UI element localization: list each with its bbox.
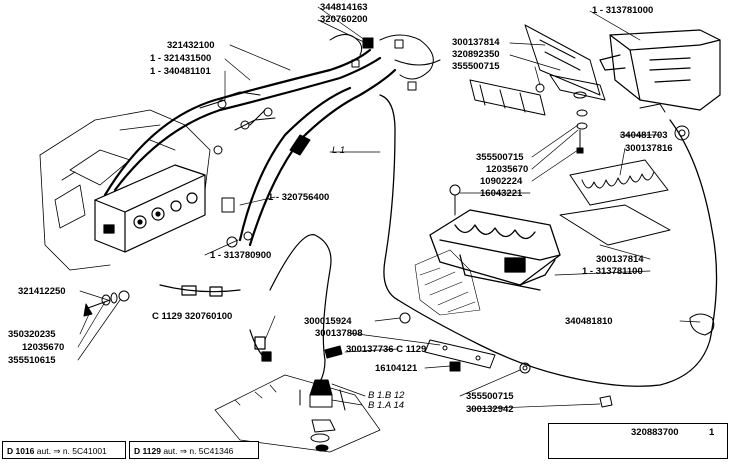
footer-note-d1129: D 1129 aut. ⇒ n. 5C41346 (129, 441, 259, 459)
label-300137814-upper: 300137814 (452, 37, 500, 48)
label-350320235: 350320235 (8, 329, 56, 340)
leader-lines (77, 6, 701, 431)
plate-lower-right (559, 204, 671, 246)
mount-bolt (449, 91, 588, 216)
footer-range-d1129: aut. ⇒ n. 5C41346 (163, 446, 234, 456)
footer-code-d1129: D 1129 (134, 446, 161, 456)
label-355510615: 355510615 (8, 355, 56, 366)
corrugated-plate-upper (569, 159, 669, 206)
cable-L1 (379, 94, 718, 387)
grommet (674, 125, 690, 141)
label-300132942: 300132942 (466, 404, 514, 415)
label-340481101: 1 - 340481101 (150, 66, 211, 77)
wiring-harness (103, 48, 397, 247)
label-313781100: 1 - 313781100 (582, 266, 643, 277)
label-10902224: 10902224 (480, 176, 523, 187)
label-16104121: 16104121 (375, 363, 418, 374)
label-320760100: C 1129 320760100 (152, 311, 233, 322)
label-12035670-left: 12035670 (22, 342, 65, 353)
label-355500715-lower: 355500715 (466, 391, 514, 402)
footer-code-d1016: D 1016 (7, 446, 35, 456)
label-L1: L 1 (332, 145, 346, 156)
label-B1A14: B 1.A 14 (368, 400, 405, 411)
heater-housing (599, 29, 721, 111)
floor-hatching (414, 249, 481, 316)
left-bolt-washers (83, 290, 130, 317)
label-B1B12: B 1.B 12 (368, 390, 405, 401)
bracket-plate-upper (469, 24, 606, 116)
control-box (94, 164, 206, 253)
label-300015924: 300015924 (304, 316, 352, 327)
label-300137814-lower: 300137814 (596, 254, 644, 265)
reference-quantity: 1 (709, 427, 715, 438)
label-313781000: 1 - 313781000 (592, 5, 654, 16)
label-320756400: 1 - 320756400 (268, 192, 330, 203)
label-340481810: 340481810 (565, 316, 613, 327)
label-320892350: 320892350 (452, 49, 500, 60)
label-12035670-middle: 12035670 (486, 164, 529, 175)
label-321412250: 321412250 (18, 286, 66, 297)
label-344814163: 344814163 (320, 2, 368, 13)
bracket-strip (424, 339, 496, 369)
label-321432100: 321432100 (167, 40, 215, 51)
label-16043221: 16043221 (480, 188, 523, 199)
label-340481703: 340481703 (620, 130, 668, 141)
label-313780900: 1 - 313780900 (210, 250, 272, 261)
reference-part-number: 320883700 (631, 427, 679, 438)
label-300137808: 300137808 (315, 328, 363, 339)
label-355500715-middle: 355500715 (476, 152, 524, 163)
reference-box: 320883700 1 (548, 423, 728, 459)
heater-body (429, 209, 561, 291)
label-300137736: 300137736 C 1129 (346, 344, 427, 355)
footer-note-d1016: D 1016 aut. ⇒ n. 5C41001 (2, 441, 126, 459)
label-320760200: 320760200 (320, 14, 368, 25)
label-355500715-upper: 355500715 (452, 61, 500, 72)
base-outline (214, 374, 381, 453)
connector-leads (199, 34, 441, 248)
engine-block-outline (39, 109, 211, 271)
temperature-sender (299, 379, 346, 452)
label-300137816: 300137816 (625, 143, 673, 154)
footer-range-d1016: aut. ⇒ n. 5C41001 (36, 446, 107, 456)
sensor-lead (159, 234, 332, 386)
label-321431500: 1 - 321431500 (150, 53, 212, 64)
